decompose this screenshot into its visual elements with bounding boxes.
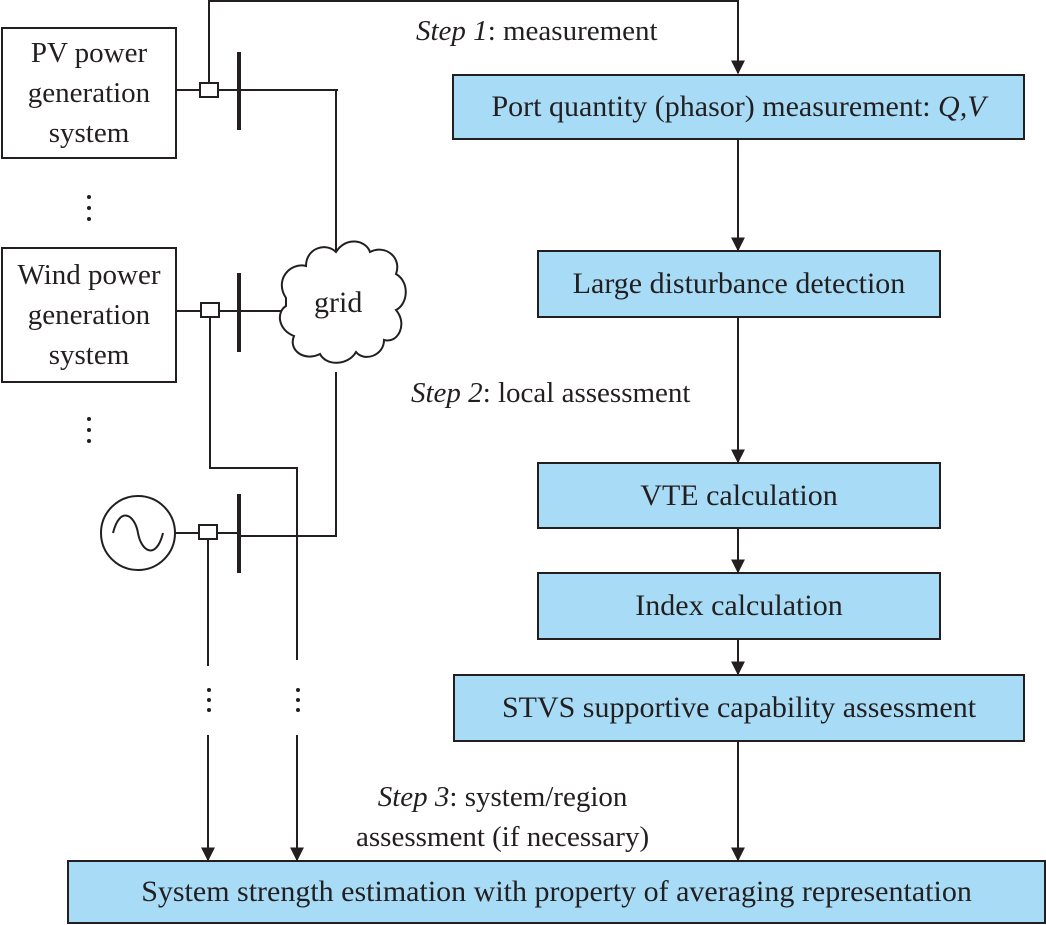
ellipsis-icon xyxy=(207,688,211,712)
wind-label-line1: Wind power xyxy=(17,259,161,291)
disturbance-detection-text: Large disturbance detection xyxy=(572,267,906,300)
port-measurement-box: Port quantity (phasor) measurement: Q,V xyxy=(452,74,1025,140)
vte-calculation-box: VTE calculation xyxy=(537,462,941,529)
grid-label: grid xyxy=(314,286,363,319)
stvs-assessment-text: STVS supportive capability assessment xyxy=(501,691,977,724)
system-strength-box: System strength estimation with property… xyxy=(67,860,1046,924)
step1-number: Step 1 xyxy=(416,15,488,47)
ellipsis-icon xyxy=(87,195,91,221)
step2-text: : local assessment xyxy=(482,377,691,409)
pv-generation-box: PV power generation system xyxy=(1,27,177,159)
pv-label-line1: PV power xyxy=(30,37,148,69)
step1-label: Step 1: measurement xyxy=(416,11,658,51)
index-calculation-box: Index calculation xyxy=(537,572,941,640)
step1-text: : measurement xyxy=(487,15,658,47)
pv-label-line3: system xyxy=(48,117,130,149)
system-strength-text: System strength estimation with property… xyxy=(141,875,972,908)
stvs-assessment-box: STVS supportive capability assessment xyxy=(453,674,1025,742)
step2-label: Step 2: local assessment xyxy=(411,373,690,413)
ellipsis-icon xyxy=(296,688,300,712)
pv-label-line2: generation xyxy=(27,77,151,109)
disturbance-detection-box: Large disturbance detection xyxy=(537,250,941,318)
wind-label-line3: system xyxy=(48,339,130,371)
sine-wave-icon xyxy=(112,514,164,552)
index-calculation-text: Index calculation xyxy=(635,589,843,622)
wind-label-line2: generation xyxy=(27,299,151,331)
wind-measurement-sensor xyxy=(200,302,220,318)
grid-cloud-icon xyxy=(278,240,407,364)
step3-text: : system/region xyxy=(449,781,628,813)
wind-signal-line xyxy=(209,317,298,660)
measurement-signal-line xyxy=(208,0,745,83)
wind-generation-box: Wind power generation system xyxy=(1,247,177,383)
pv-measurement-sensor xyxy=(199,82,219,98)
step2-number: Step 2 xyxy=(411,377,483,409)
step3-label: Step 3: system/region assessment (if nec… xyxy=(356,777,649,857)
port-measurement-vars: Q,V xyxy=(938,90,986,123)
step3-number: Step 3 xyxy=(377,781,450,813)
gen-measurement-sensor xyxy=(198,524,218,540)
step3-text-line2: assessment (if necessary) xyxy=(356,821,650,853)
port-measurement-text: Port quantity (phasor) measurement: xyxy=(491,90,939,123)
vte-calculation-text: VTE calculation xyxy=(640,478,838,512)
ellipsis-icon xyxy=(87,417,91,443)
